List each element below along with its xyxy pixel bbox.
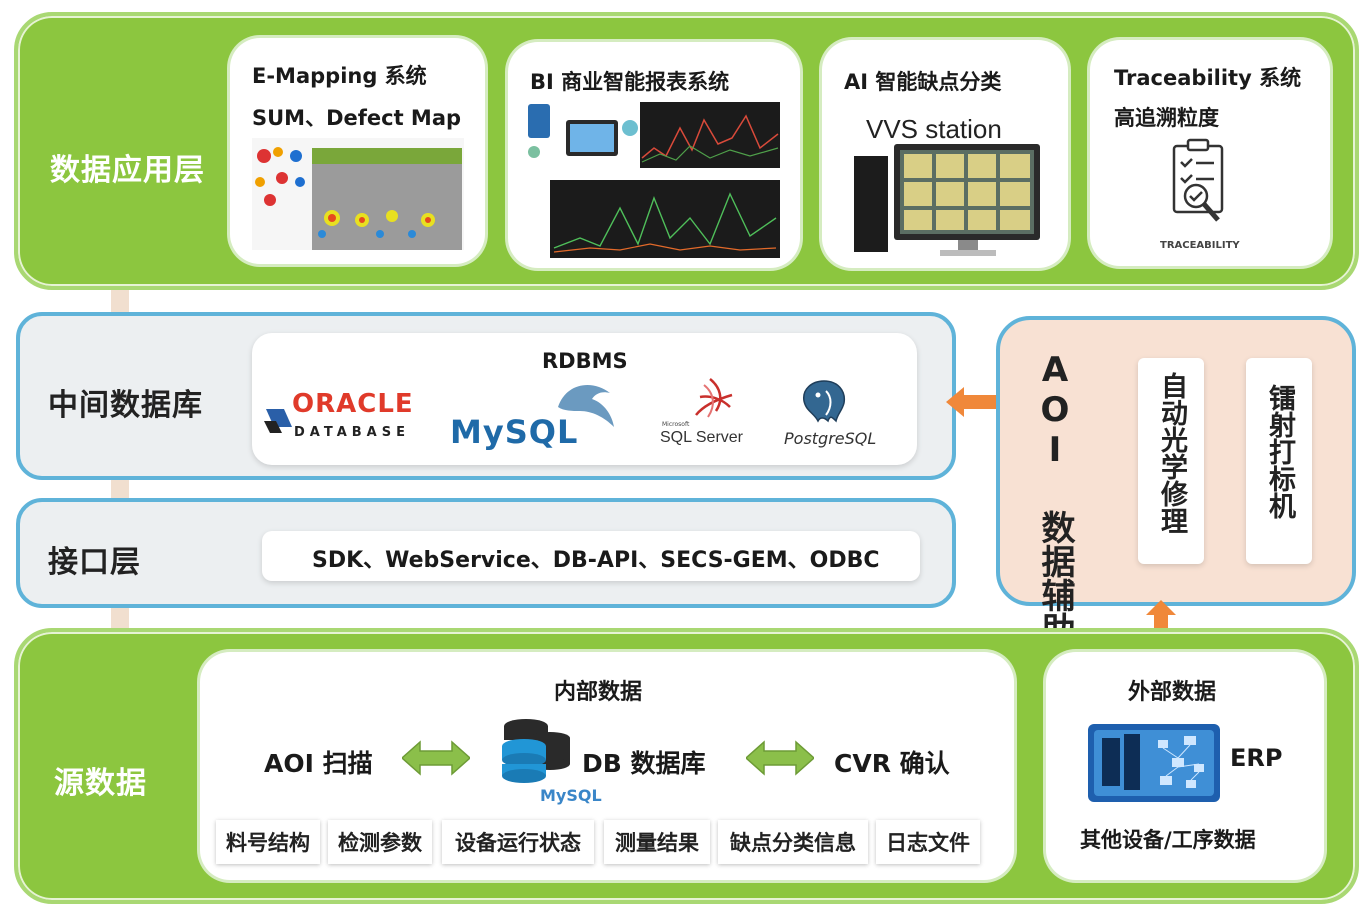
data-chip: 料号结构 [216,820,320,864]
card-traceability-subtitle: 高追溯粒度 [1114,105,1219,130]
aoi-item-laser-marker: 镭射打标机 [1246,358,1312,564]
card-ai-classification-title: AI 智能缺点分类 [844,70,1002,94]
vvs-workstation-image [854,144,1040,256]
data-chip: 日志文件 [876,820,980,864]
left-arrow-icon [946,387,996,417]
sql-server-icon [695,378,733,418]
db-mysql-label: MySQL [540,786,602,805]
clipboard-check-icon [1172,138,1224,222]
card-ai-classification[interactable]: AI 智能缺点分类 VVS station [822,40,1068,268]
internal-data-title: 内部数据 [554,679,643,705]
data-chip: 检测参数 [328,820,432,864]
external-data-title: 外部数据 [1128,679,1217,705]
double-arrow-icon [746,740,814,776]
oracle-logo-subtext: DATABASE [294,425,410,440]
db-layer-title: 中间数据库 [48,388,203,423]
card-e-mapping-title: E-Mapping 系统 [252,64,427,88]
sql-server-text: SQL Server [660,429,743,446]
card-bi-report-title: BI 商业智能报表系统 [530,70,730,94]
server-network-image [1088,724,1220,802]
aoi-item-auto-repair-label: 自动光学修理 [1156,372,1187,534]
elephant-icon [803,380,846,423]
vvs-station-label: VVS station [866,114,1002,144]
aoi-item-laser-marker-label: 镭射打标机 [1264,384,1295,519]
double-arrow-icon [402,740,470,776]
internal-data-card: 内部数据 AOI 扫描 MySQL DB 数据库 CVR 确认 料号结构 检测参… [200,652,1014,880]
postgresql-text: PostgreSQL [784,429,877,448]
data-chip: 测量结果 [604,820,710,864]
oracle-icon [264,409,292,433]
interface-layer-title: 接口层 [48,545,141,580]
dolphin-icon [558,384,614,427]
data-chip: 缺点分类信息 [718,820,868,864]
source-layer-title: 源数据 [54,766,147,801]
defect-map-image [252,138,464,250]
aoi-panel-title: AOI 数据辅助 [1035,350,1075,646]
erp-label: ERP [1230,744,1283,772]
data-chip: 设备运行状态 [442,820,594,864]
external-data-footer: 其他设备/工序数据 [1080,827,1256,852]
rdbms-title: RDBMS [542,349,628,373]
card-e-mapping-subtitle: SUM、Defect Map [252,106,462,130]
database-icon [502,719,570,783]
up-arrow-icon [1146,600,1176,636]
card-traceability-title: Traceability 系统 [1114,66,1302,90]
sql-server-small-text: Microsoft [662,421,690,428]
rdbms-panel: RDBMS ORACLE DATABASE MySQL Microsoft SQ… [252,333,917,465]
protocols-panel: SDK、WebService、DB-API、SECS-GEM、ODBC [262,531,920,581]
mysql-logo-text: MySQL [450,413,579,451]
card-bi-report[interactable]: BI 商业智能报表系统 [508,42,800,268]
card-e-mapping[interactable]: E-Mapping 系统 SUM、Defect Map [230,38,485,264]
bi-dashboard-image [520,98,782,258]
oracle-logo-text: ORACLE [292,389,414,419]
aoi-scan-label: AOI 扫描 [264,749,373,778]
db-label: DB 数据库 [582,749,706,778]
traceability-icon-label: TRACEABILITY [1160,240,1240,251]
protocols-text: SDK、WebService、DB-API、SECS-GEM、ODBC [312,548,880,573]
app-layer-title: 数据应用层 [50,153,205,188]
external-data-card: 外部数据 ERP 其他设备/工序数据 [1046,652,1324,880]
aoi-item-auto-repair: 自动光学修理 [1138,358,1204,564]
card-traceability[interactable]: Traceability 系统 高追溯粒度 TRACEABILITY [1090,40,1330,266]
cvr-label: CVR 确认 [834,749,950,778]
